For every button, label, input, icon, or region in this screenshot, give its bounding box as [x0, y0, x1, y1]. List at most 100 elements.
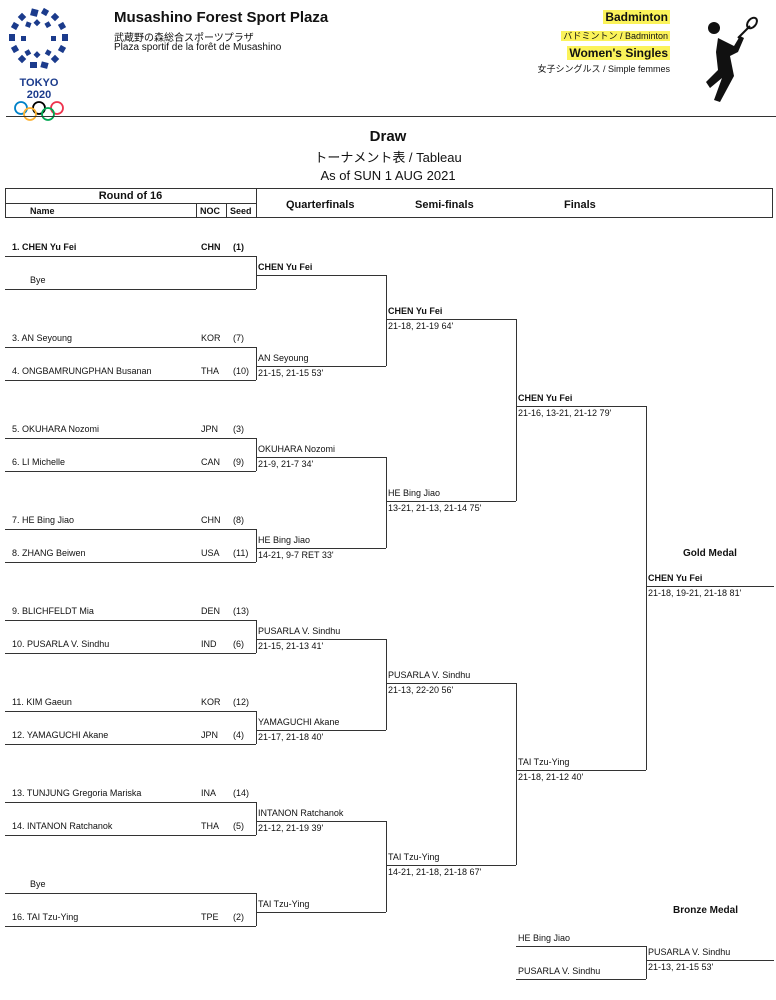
qf-score: 21-17, 21-18 40'	[258, 732, 324, 742]
r16-player-seed: (7)	[233, 333, 244, 343]
page-title: Draw	[369, 128, 407, 145]
r16-player-name: 9. BLICHFELDT Mia	[12, 606, 94, 616]
bracket-line	[256, 548, 386, 549]
r16-player-seed: (12)	[233, 697, 250, 707]
bracket-line	[516, 770, 646, 771]
sf-score: 21-13, 22-20 56'	[388, 685, 454, 695]
bracket-line	[516, 946, 646, 947]
bracket-line	[256, 893, 257, 926]
bracket-line	[256, 275, 386, 276]
bracket-line	[256, 620, 257, 653]
bracket-line	[5, 620, 256, 621]
r16-player-name: Bye	[30, 879, 46, 889]
r16-player-seed: (9)	[233, 457, 244, 467]
bracket-line	[256, 730, 386, 731]
seed-header: Seed	[230, 206, 252, 216]
r16-player-seed: (5)	[233, 821, 244, 831]
r16-player-name: 6. LI Michelle	[12, 457, 66, 467]
header-divider	[6, 116, 776, 117]
bracket-line	[256, 438, 257, 471]
bracket-line	[256, 802, 257, 835]
bracket-line	[5, 711, 256, 712]
final-player-name: TAI Tzu-Ying	[518, 757, 570, 767]
r16-player-noc: KOR	[201, 697, 221, 707]
r16-player-name: 11. KIM Gaeun	[12, 697, 72, 707]
qf-player-name: AN Seyoung	[258, 353, 309, 363]
bracket-line	[5, 893, 256, 894]
bracket-line	[386, 319, 516, 320]
venue-name-ja: 武蔵野の森総合スポーツプラザ	[114, 33, 254, 44]
qf-header: Quarterfinals	[286, 199, 355, 211]
bracket-line	[5, 438, 256, 439]
bracket-line	[5, 256, 256, 257]
bracket-line	[386, 501, 516, 502]
r16-player-noc: THA	[201, 366, 219, 376]
r16-player-name: 1. CHEN Yu Fei	[12, 242, 77, 252]
sport-name-ja-fr: バドミントン / Badminton	[561, 31, 670, 41]
bracket-line	[5, 653, 256, 654]
event-name-ja-fr: 女子シングルス / Simple femmes	[537, 64, 670, 74]
logo-text: TOKYO 2020	[19, 77, 59, 101]
bracket-line	[5, 529, 256, 530]
sf-score: 21-18, 21-19 64'	[388, 321, 454, 331]
olympic-rings-icon	[14, 101, 64, 121]
r16-player-seed: (2)	[233, 912, 244, 922]
sport-name: Badminton	[603, 10, 670, 24]
bronze-winner-name: PUSARLA V. Sindhu	[648, 947, 731, 957]
bracket-line	[5, 380, 256, 381]
r16-player-noc: TPE	[201, 912, 219, 922]
page-subtitle: トーナメント表 / Tableau	[314, 150, 462, 165]
bronze-player-2: PUSARLA V. Sindhu	[518, 966, 601, 976]
r16-player-noc: DEN	[201, 606, 221, 616]
r16-player-seed: (14)	[233, 788, 250, 798]
sf-player-name: CHEN Yu Fei	[388, 306, 443, 316]
sf-player-name: PUSARLA V. Sindhu	[388, 670, 471, 680]
bracket-line	[516, 683, 517, 865]
sf-player-name: HE Bing Jiao	[388, 488, 441, 498]
qf-score: 14-21, 9-7 RET 33'	[258, 550, 334, 560]
bracket-line	[646, 586, 774, 587]
r16-player-name: 10. PUSARLA V. Sindhu	[12, 639, 110, 649]
bracket-line	[256, 912, 386, 913]
bracket-line	[5, 471, 256, 472]
qf-player-name: YAMAGUCHI Akane	[258, 717, 340, 727]
r16-player-noc: JPN	[201, 424, 219, 434]
sf-player-name: TAI Tzu-Ying	[388, 852, 440, 862]
as-of-date: As of SUN 1 AUG 2021	[320, 168, 456, 183]
sf-score: 14-21, 21-18, 21-18 67'	[388, 867, 482, 877]
badminton-pictogram-icon	[700, 16, 760, 111]
bracket-line	[646, 406, 647, 770]
bronze-medal-label: Bronze Medal	[673, 905, 739, 916]
bracket-line	[256, 639, 386, 640]
tokyo2020-logo: TOKYO 2020	[6, 6, 72, 121]
sf-header: Semi-finals	[415, 199, 474, 211]
bracket-line	[256, 366, 386, 367]
r16-player-name: 16. TAI Tzu-Ying	[12, 912, 79, 922]
qf-score: 21-9, 21-7 34'	[258, 459, 314, 469]
bracket-line	[5, 289, 256, 290]
bracket-line	[5, 347, 256, 348]
name-header: Name	[30, 206, 55, 216]
r16-player-seed: (3)	[233, 424, 244, 434]
gold-medal-label: Gold Medal	[683, 548, 737, 559]
r16-player-noc: INA	[201, 788, 217, 798]
tokyo-emblem-icon	[9, 7, 68, 69]
r16-player-name: 12. YAMAGUCHI Akane	[12, 730, 109, 740]
qf-player-name: OKUHARA Nozomi	[258, 444, 336, 454]
bracket-line	[386, 821, 387, 912]
round16-header: Round of 16	[98, 190, 163, 202]
r16-player-seed: (10)	[233, 366, 250, 376]
bracket-line	[5, 802, 256, 803]
bracket-line	[256, 529, 257, 562]
qf-score: 21-12, 21-19 39'	[258, 823, 324, 833]
r16-player-name: 3. AN Seyoung	[12, 333, 73, 343]
final-score: 21-16, 13-21, 21-12 79'	[518, 408, 612, 418]
bracket-line	[516, 319, 517, 501]
bracket-line	[386, 683, 516, 684]
r16-player-noc: THA	[201, 821, 219, 831]
r16-player-name: 5. OKUHARA Nozomi	[12, 424, 100, 434]
qf-player-name: INTANON Ratchanok	[258, 808, 344, 818]
bracket-line	[646, 960, 774, 961]
final-player-name: CHEN Yu Fei	[518, 393, 573, 403]
qf-score: 21-15, 21-13 41'	[258, 641, 324, 651]
